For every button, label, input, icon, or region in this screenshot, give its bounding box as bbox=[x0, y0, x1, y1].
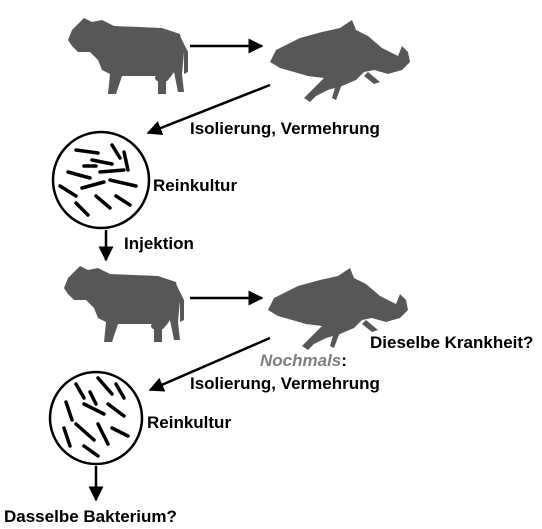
healthy-cow-icon-1 bbox=[68, 18, 188, 94]
isolation-label-2: Isolierung, Vermehrung bbox=[190, 375, 380, 392]
sick-cow-icon-1 bbox=[270, 20, 410, 102]
same-disease-label: Dieselbe Krankheit? bbox=[370, 334, 533, 351]
same-bacterium-label: Dasselbe Bakterium? bbox=[4, 508, 177, 525]
culture-label-1: Reinkultur bbox=[153, 177, 237, 194]
injection-label: Injektion bbox=[124, 235, 194, 252]
healthy-cow-icon-2 bbox=[64, 266, 184, 342]
isolation-label-1: Isolierung, Vermehrung bbox=[190, 120, 380, 137]
again-label: Nochmals: bbox=[260, 352, 347, 369]
culture-dish-icon-1 bbox=[53, 132, 149, 228]
culture-dish-icon-2 bbox=[50, 372, 142, 464]
again-colon: : bbox=[341, 351, 347, 370]
culture-label-2: Reinkultur bbox=[147, 414, 231, 431]
again-word: Nochmals bbox=[260, 351, 341, 370]
